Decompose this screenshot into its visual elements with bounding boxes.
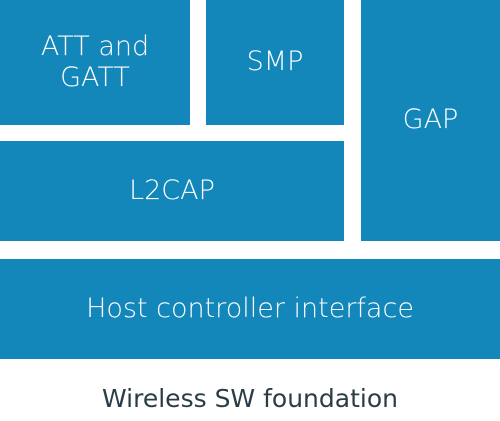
att-gatt-label-line1: ATT and — [40, 31, 150, 63]
gap-block: GAP — [361, 0, 500, 241]
l2cap-block: L2CAP — [0, 141, 344, 241]
host-controller-interface-label: Host controller interface — [86, 292, 414, 324]
caption-text: Wireless SW foundation — [102, 383, 398, 413]
gap-label: GAP — [402, 104, 459, 136]
host-controller-interface-block: Host controller interface — [0, 259, 500, 359]
smp-label: SMP — [246, 46, 304, 78]
diagram-caption: Wireless SW foundation — [0, 375, 500, 421]
att-gatt-label-line2: GATT — [60, 61, 130, 93]
att-gatt-label: ATT and GATT — [40, 31, 150, 93]
l2cap-label: L2CAP — [129, 174, 215, 206]
smp-block: SMP — [206, 0, 344, 125]
att-gatt-block: ATT and GATT — [0, 0, 190, 125]
